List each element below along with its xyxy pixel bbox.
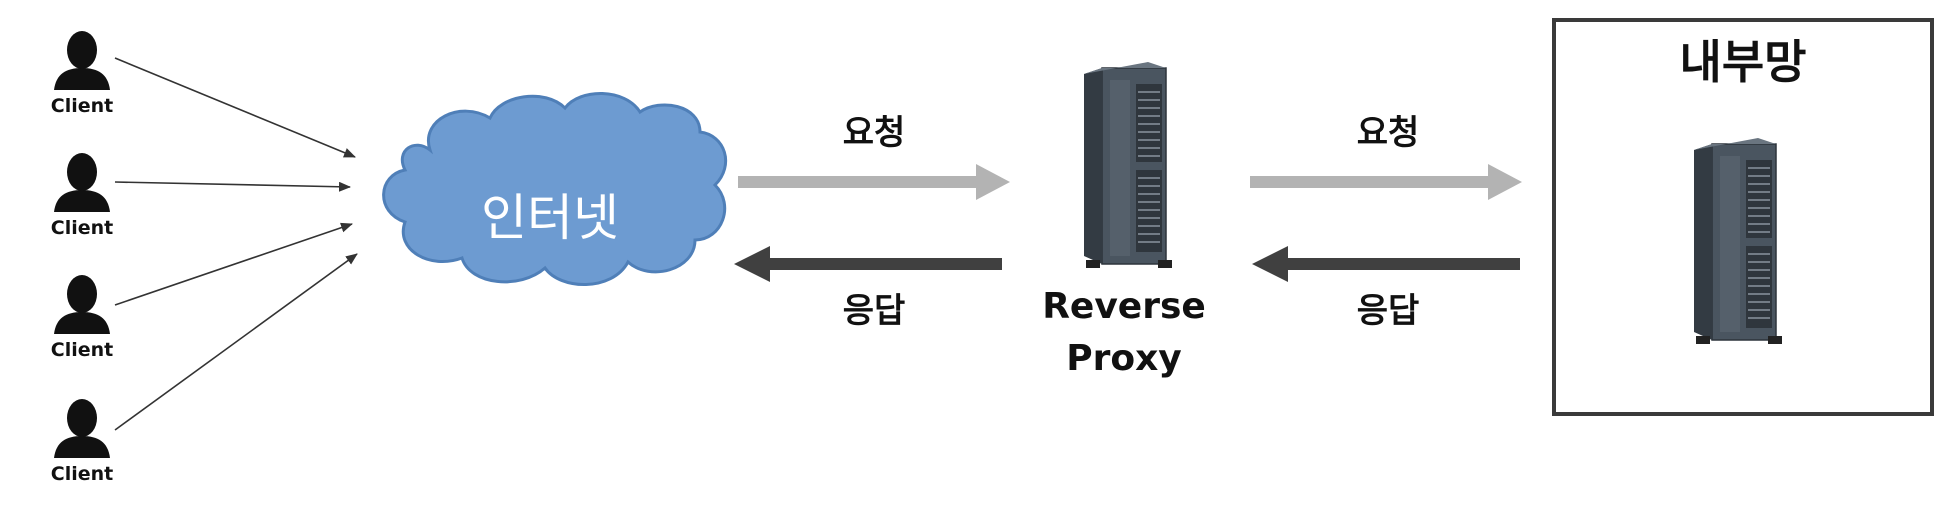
client-label: Client xyxy=(51,95,113,117)
request-arrow-right xyxy=(1250,164,1522,200)
response-arrow-left xyxy=(734,246,1002,282)
client-label: Client xyxy=(51,217,113,239)
person-icon xyxy=(54,275,110,334)
reverse-proxy-server xyxy=(1083,61,1173,269)
internet-cloud: 인터넷 xyxy=(382,92,728,286)
left-link: 요청 응답 xyxy=(734,113,1010,331)
client-label: Client xyxy=(51,339,113,361)
client-2: Client xyxy=(51,153,113,239)
proxy-label-line1: Reverse xyxy=(1042,286,1206,327)
internal-server xyxy=(1693,137,1783,345)
person-icon xyxy=(54,31,110,90)
person-icon xyxy=(54,399,110,458)
client-3: Client xyxy=(51,275,113,361)
right-link: 요청 응답 xyxy=(1250,113,1522,331)
response-label-right: 응답 xyxy=(1357,291,1420,331)
client-1: Client xyxy=(51,31,113,117)
server-icon xyxy=(1083,61,1173,269)
client-arrow-3 xyxy=(114,222,353,306)
response-arrow-right xyxy=(1252,246,1520,282)
request-label-left: 요청 xyxy=(843,113,906,153)
client-label: Client xyxy=(51,463,113,485)
cloud-shape xyxy=(382,92,728,286)
proxy-label-line2: Proxy xyxy=(1066,338,1182,379)
internet-label: 인터넷 xyxy=(481,189,619,247)
internal-network-title: 내부망 xyxy=(1680,35,1807,89)
server-icon xyxy=(1693,137,1783,345)
client-arrow-1 xyxy=(114,57,356,158)
request-arrow-left xyxy=(738,164,1010,200)
client-connections xyxy=(114,57,358,431)
person-icon xyxy=(54,153,110,212)
client-arrow-4 xyxy=(114,253,358,431)
client-arrow-2 xyxy=(114,181,351,192)
request-label-right: 요청 xyxy=(1357,113,1420,153)
response-label-left: 응답 xyxy=(843,291,906,331)
client-4: Client xyxy=(51,399,113,485)
internal-network: 내부망 xyxy=(1552,18,1934,416)
